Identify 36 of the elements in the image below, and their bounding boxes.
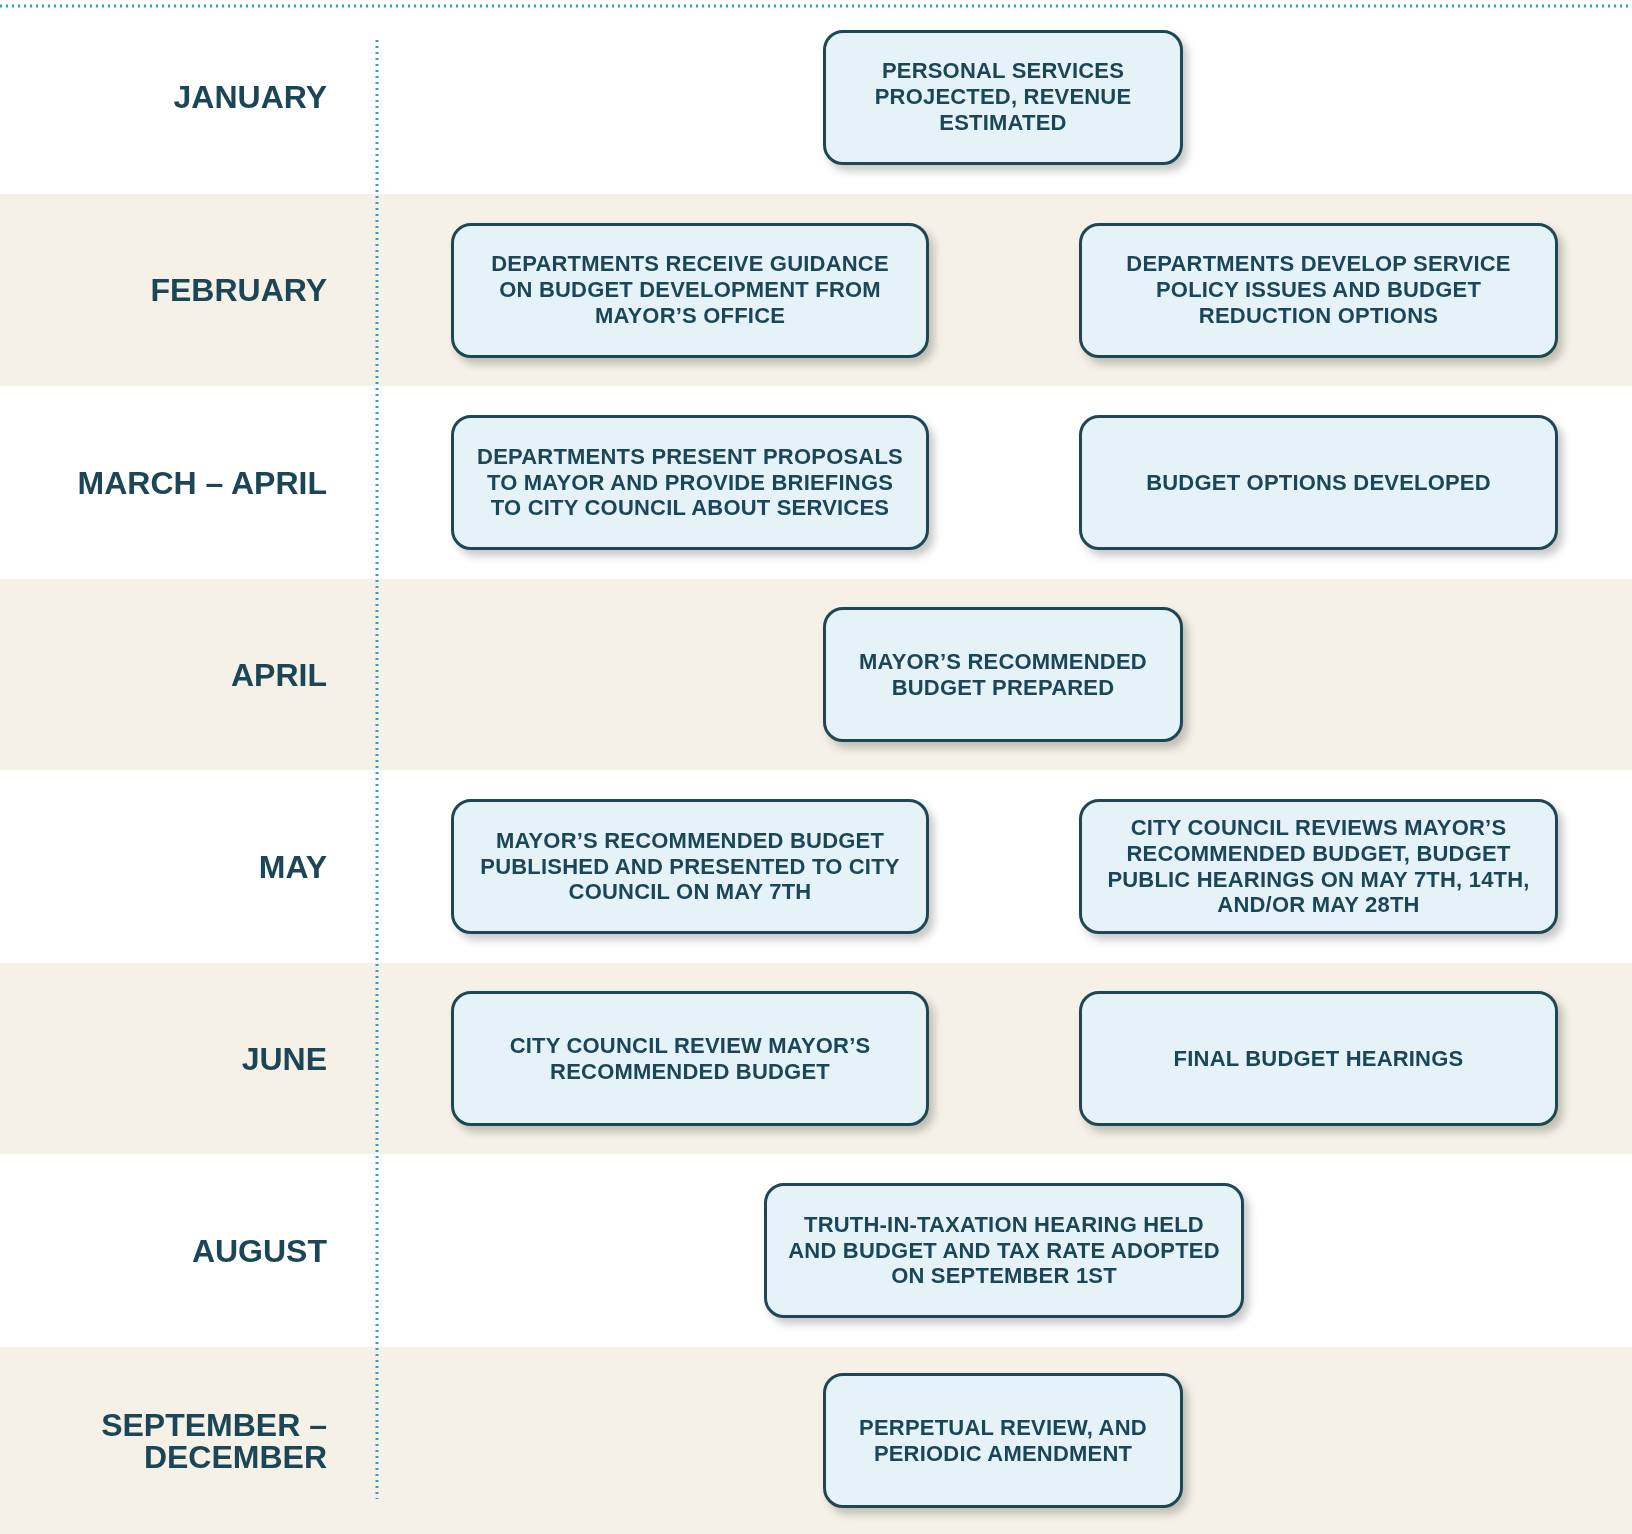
step-box xyxy=(451,222,929,358)
month-band xyxy=(0,579,1632,770)
month-label: AUGUST xyxy=(191,1234,327,1267)
step-box xyxy=(1079,799,1558,934)
step-text: BUDGET OPTIONS DEVELOPED xyxy=(1146,469,1491,496)
month-label: MAY xyxy=(258,850,327,883)
step-text: CITY COUNCIL REVIEW MAYOR’S RECOMMENDED BUDGET xyxy=(508,1032,872,1085)
step-box xyxy=(823,607,1183,742)
step-box xyxy=(451,799,929,934)
step-text: PERPETUAL REVIEW, AND PERIODIC AMENDMENT xyxy=(858,1414,1148,1467)
step-box xyxy=(823,29,1183,165)
step-box xyxy=(451,991,929,1126)
step-text: DEPARTMENTS RECEIVE GUIDANCE ON BUDGET DEVELOPMENT FROM MAYOR’S OFFICE xyxy=(490,251,890,329)
month-label: JUNE xyxy=(241,1042,327,1075)
month-label: SEPTEMBER – DECEMBER xyxy=(100,1408,327,1473)
month-label: FEBRUARY xyxy=(150,274,327,306)
step-box xyxy=(764,1183,1244,1318)
step-text: CITY COUNCIL REVIEWS MAYOR’S RECOMMENDED BUDGET, BUDGET PUBLIC HEARINGS ON MAY 7TH, 14TH, AND/OR MAY 28TH xyxy=(1106,814,1531,919)
step-box xyxy=(1079,991,1558,1126)
step-text: MAYOR’S RECOMMENDED BUDGET PUBLISHED AND PRESENTED TO CITY COUNCIL ON MAY 7TH xyxy=(479,827,901,906)
month-label: JANUARY xyxy=(173,81,327,113)
step-text: FINAL BUDGET HEARINGS xyxy=(1173,1045,1464,1072)
step-box xyxy=(823,1373,1183,1508)
step-text: PERSONAL SERVICES PROJECTED, REVENUE ESTIMATED xyxy=(873,58,1133,136)
month-band xyxy=(0,1347,1632,1534)
month-label: APRIL xyxy=(231,658,327,691)
month-band xyxy=(0,963,1632,1154)
month-band xyxy=(0,194,1632,386)
step-box xyxy=(1079,222,1558,358)
step-text: DEPARTMENTS DEVELOP SERVICE POLICY ISSUES AND BUDGET REDUCTION OPTIONS xyxy=(1125,251,1512,329)
step-text: MAYOR’S RECOMMENDED BUDGET PREPARED xyxy=(858,648,1148,701)
step-box xyxy=(1079,415,1558,550)
step-text: TRUTH-IN-TAXATION HEARING HELD AND BUDGET AND TAX RATE ADOPTED ON SEPTEMBER 1ST xyxy=(787,1211,1221,1290)
month-label: MARCH – APRIL xyxy=(77,466,327,499)
step-text: DEPARTMENTS PRESENT PROPOSALS TO MAYOR AND PROVIDE BRIEFINGS TO CITY COUNCIL ABOUT SERVICES xyxy=(476,443,904,522)
step-box xyxy=(451,415,929,550)
